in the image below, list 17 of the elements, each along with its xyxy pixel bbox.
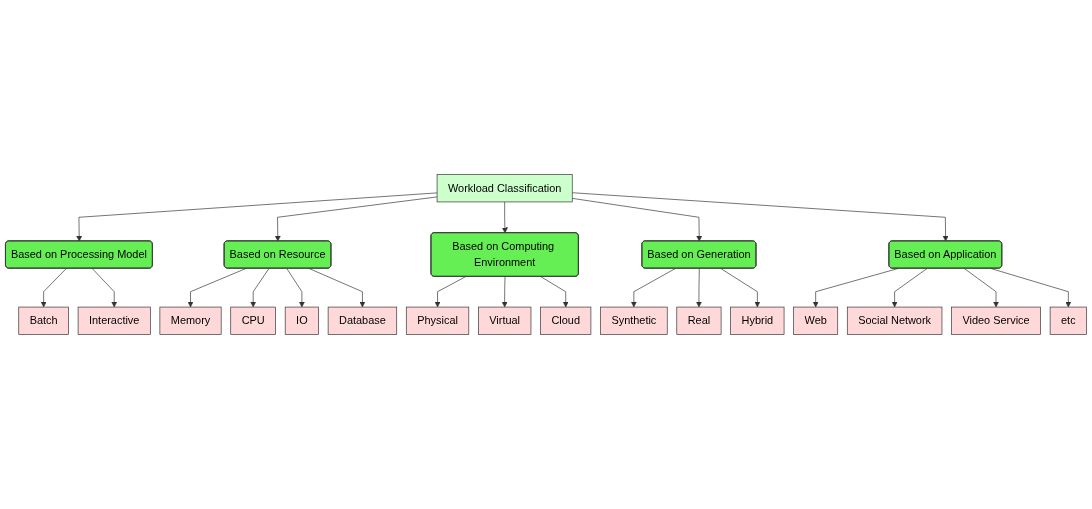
node-box: Workload Classification — [436, 174, 573, 203]
node-box: IO — [284, 306, 319, 335]
node-box: Virtual — [478, 306, 532, 335]
node-box: Physical — [405, 306, 470, 335]
node-box: CPU — [230, 306, 276, 335]
node-box: Hybrid — [730, 306, 785, 335]
node-box: Web — [793, 306, 839, 335]
node-box: Video Service — [951, 306, 1041, 335]
node-box: Real — [676, 306, 722, 335]
node-box: Batch — [18, 306, 69, 335]
node-box: Social Network — [846, 306, 943, 335]
node-box: Database — [327, 306, 398, 335]
node-box: Cloud — [540, 306, 592, 335]
node-box: Memory — [159, 306, 222, 335]
node-box: etc — [1049, 306, 1087, 335]
node-box: Interactive — [77, 306, 151, 335]
node-box: Synthetic — [600, 306, 668, 335]
